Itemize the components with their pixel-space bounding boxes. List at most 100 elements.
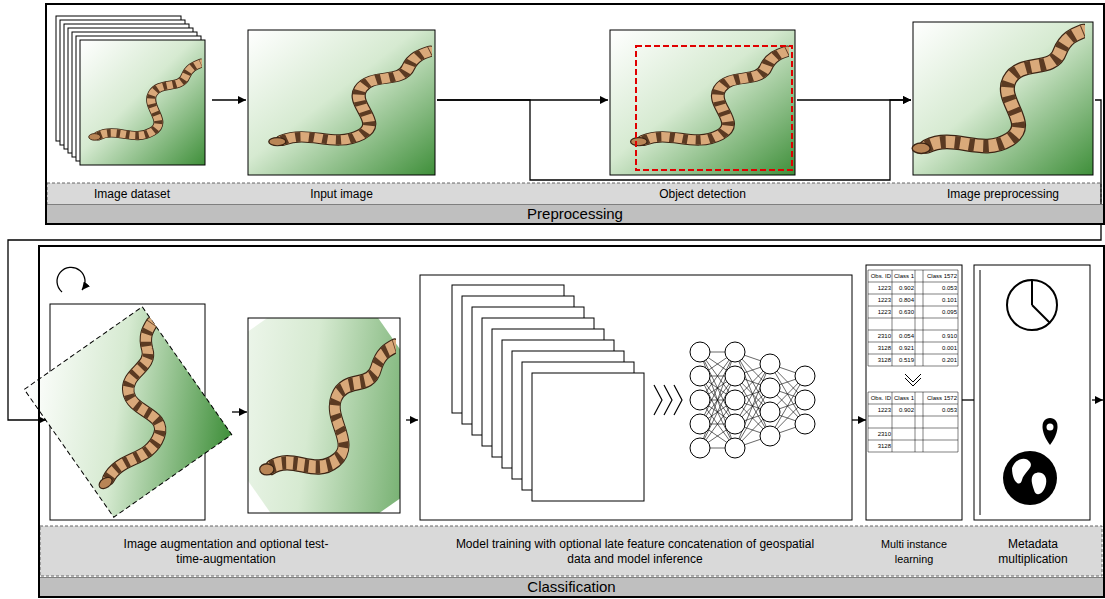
neuron xyxy=(690,438,710,458)
table-cell: 1223 xyxy=(868,294,892,306)
neuron xyxy=(795,414,815,434)
image-stack xyxy=(56,16,205,165)
table-cell: 0.001 xyxy=(923,342,958,354)
step-caption: Object detection xyxy=(659,187,746,202)
table-cell: Obs. ID xyxy=(868,392,892,404)
table-cell: 0.053 xyxy=(923,282,958,294)
table-cell: 0.921 xyxy=(892,342,915,354)
neuron xyxy=(760,378,780,398)
table-cell: 0.902 xyxy=(892,282,915,294)
process-step: Multi instance learning xyxy=(866,262,962,575)
table-cell: 3128 xyxy=(868,342,892,354)
table-rule xyxy=(868,318,958,319)
table-rule xyxy=(868,354,958,355)
table-rule xyxy=(868,270,958,271)
process-step: Image preprocessing xyxy=(911,20,1095,205)
band-title: Classification xyxy=(40,577,1103,596)
step-caption: Metadata multiplication xyxy=(977,537,1089,567)
caption-strip xyxy=(40,526,1102,576)
table-rule xyxy=(915,270,916,366)
process-step: Metadata multiplication xyxy=(974,262,1092,575)
table-rule xyxy=(868,392,869,452)
neuron xyxy=(725,390,745,410)
table-cell: 0.630 xyxy=(892,306,915,318)
table-cell: 0.201 xyxy=(923,354,958,366)
table-rule xyxy=(892,270,893,366)
down-chevron xyxy=(905,378,921,386)
neuron xyxy=(760,354,780,374)
neuron xyxy=(795,390,815,410)
neuron xyxy=(725,438,745,458)
process-step: Object detection xyxy=(608,27,797,205)
cropped-image xyxy=(912,22,1093,175)
table-cell: 1223 xyxy=(868,404,892,416)
step-caption: Input image xyxy=(310,187,373,202)
augmentation-image xyxy=(24,266,470,564)
table-rule xyxy=(868,366,958,367)
table-cell: Class 1572 xyxy=(923,270,958,282)
table-rule xyxy=(868,282,958,283)
table-cell: 0.910 xyxy=(923,330,958,342)
detection-image xyxy=(610,30,795,175)
table-cell: Class 1572 xyxy=(923,392,958,404)
table-rule xyxy=(958,392,959,452)
table-rule xyxy=(868,342,958,343)
neuron xyxy=(760,402,780,422)
model-frame xyxy=(420,275,852,520)
table-rule xyxy=(868,452,958,453)
caption-strip xyxy=(47,183,1101,205)
neuron xyxy=(690,414,710,434)
table-cell: 1223 xyxy=(868,282,892,294)
network-link xyxy=(700,352,735,424)
table-cell: 3128 xyxy=(868,354,892,366)
table-frame xyxy=(866,265,962,520)
table-rule xyxy=(868,330,958,331)
table-rule xyxy=(923,392,924,452)
neuron xyxy=(795,366,815,386)
process-step: Image dataset xyxy=(52,12,212,205)
table-rule xyxy=(868,294,958,295)
flow-arrow xyxy=(8,100,1101,420)
neuron xyxy=(725,366,745,386)
flow-arrow xyxy=(406,419,418,420)
neuron xyxy=(690,342,710,362)
flow-arrow xyxy=(962,399,974,400)
table-cell: 2310 xyxy=(868,330,892,342)
table-rule xyxy=(868,270,869,366)
neuron xyxy=(725,414,745,434)
table-cell: 3128 xyxy=(868,440,892,452)
table-rule xyxy=(868,440,958,441)
table-cell: 0.804 xyxy=(892,294,915,306)
table-cell: 2310 xyxy=(868,428,892,440)
table-rule xyxy=(915,392,916,452)
step-caption: Model training with optional late featur… xyxy=(445,537,825,567)
step-caption: Image dataset xyxy=(94,187,170,202)
table-cell: 0.902 xyxy=(892,404,915,416)
neuron xyxy=(725,342,745,362)
table-cell: 0.101 xyxy=(923,294,958,306)
flow-arrow xyxy=(212,99,246,100)
network-link xyxy=(700,352,735,424)
table-cell: 0.095 xyxy=(923,306,958,318)
chevrons xyxy=(654,385,682,415)
band-title: Preprocessing xyxy=(47,204,1103,223)
process-step: Image augmentation and optional test-tim… xyxy=(46,258,406,575)
table-cell: 0.054 xyxy=(892,330,915,342)
table-rule xyxy=(868,416,958,417)
neuron xyxy=(690,390,710,410)
table-rule xyxy=(868,404,958,405)
flow-arrow xyxy=(852,419,866,420)
step-caption: Multi instance learning xyxy=(866,537,962,567)
table-cell: 0.519 xyxy=(892,354,915,366)
neuron xyxy=(690,366,710,386)
network-link xyxy=(700,376,735,448)
table-cell: Class 1 xyxy=(892,392,915,404)
input-image xyxy=(248,30,435,175)
metadata-panel xyxy=(974,265,1103,520)
process-step: Input image xyxy=(246,27,437,205)
process-step: Model training with optional late featur… xyxy=(418,270,852,575)
table-rule xyxy=(868,392,958,393)
flow-arrow xyxy=(437,100,911,180)
table-rule xyxy=(923,270,924,366)
